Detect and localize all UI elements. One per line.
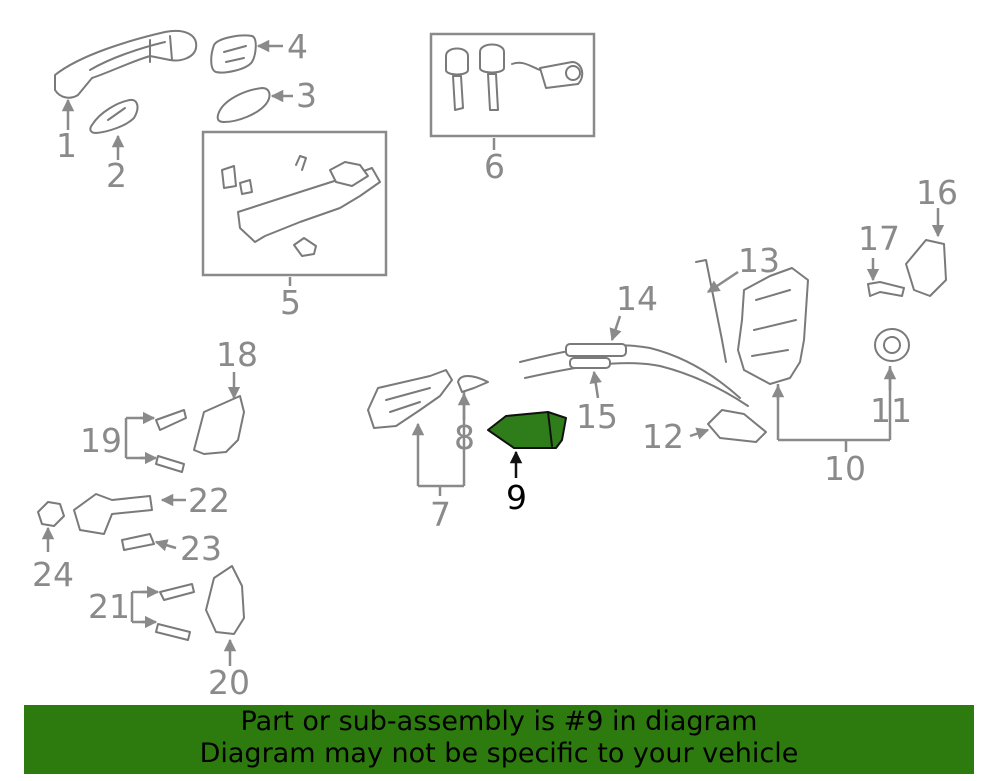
callout-17[interactable]: 17 — [858, 219, 900, 258]
handle-frame-part-5[interactable] — [221, 155, 381, 257]
callout-11[interactable]: 11 — [870, 391, 912, 430]
callout-labels: 1 2 3 4 5 6 7 8 9 10 11 12 13 14 15 16 1… — [32, 27, 958, 702]
callout-4[interactable]: 4 — [287, 27, 308, 66]
screw-part-17[interactable] — [867, 281, 905, 297]
upper-hinge-part-18[interactable] — [193, 395, 245, 455]
lock-rod-part-13[interactable] — [695, 259, 727, 363]
bolt-part-23[interactable] — [121, 533, 155, 551]
callout-18[interactable]: 18 — [216, 335, 258, 374]
striker-part-16[interactable] — [905, 239, 947, 297]
lower-hinge-part-20[interactable] — [205, 565, 245, 635]
cap-gasket-part-3[interactable] — [216, 87, 271, 123]
callout-23[interactable]: 23 — [180, 529, 222, 568]
highlighted-part-9[interactable] — [487, 411, 567, 449]
outer-handle-part-1[interactable] — [54, 29, 198, 99]
callout-15[interactable]: 15 — [576, 397, 618, 436]
callout-5[interactable]: 5 — [280, 283, 301, 322]
callout-22[interactable]: 22 — [188, 481, 230, 520]
nut-part-24[interactable] — [37, 501, 65, 527]
cover-cap-part-4[interactable] — [210, 34, 257, 74]
callout-3[interactable]: 3 — [296, 76, 317, 115]
callout-16[interactable]: 16 — [916, 173, 958, 212]
callout-12[interactable]: 12 — [642, 417, 684, 456]
latch-cover-part-12[interactable] — [707, 409, 767, 443]
callout-8[interactable]: 8 — [454, 418, 475, 457]
callout-2[interactable]: 2 — [106, 156, 127, 195]
callout-24[interactable]: 24 — [32, 555, 74, 594]
callout-10[interactable]: 10 — [824, 449, 866, 488]
callout-9[interactable]: 9 — [506, 478, 527, 517]
callout-6[interactable]: 6 — [484, 147, 505, 186]
handle-pad-part-2[interactable] — [89, 98, 139, 134]
leader-lines — [41, 39, 945, 666]
callout-19[interactable]: 19 — [80, 421, 122, 460]
key-box-part-6 — [429, 32, 596, 138]
frame-box-part-5 — [201, 130, 388, 277]
door-latch-part-10[interactable] — [737, 267, 809, 385]
banner-line-disclaimer: Diagram may not be specific to your vehi… — [199, 738, 799, 769]
info-banner: Part or sub-assembly is #9 in diagram Di… — [24, 705, 974, 774]
bolts-part-21[interactable] — [155, 583, 195, 641]
inside-handle-part-7[interactable] — [367, 369, 453, 429]
callout-1[interactable]: 1 — [56, 126, 77, 165]
callout-14[interactable]: 14 — [616, 279, 658, 318]
bolts-part-19[interactable] — [155, 409, 187, 473]
callout-13[interactable]: 13 — [738, 241, 780, 280]
callout-20[interactable]: 20 — [208, 663, 250, 702]
grommet-part-11[interactable] — [874, 328, 910, 362]
keys-and-cylinder-part-6[interactable] — [445, 43, 584, 111]
callout-7[interactable]: 7 — [430, 495, 451, 534]
handle-bezel-part-8[interactable] — [457, 375, 489, 393]
door-check-part-22[interactable] — [73, 493, 153, 535]
banner-line-part-number: Part or sub-assembly is #9 in diagram — [240, 706, 758, 737]
cables-part-14-15[interactable] — [519, 343, 749, 407]
callout-21[interactable]: 21 — [88, 587, 130, 626]
